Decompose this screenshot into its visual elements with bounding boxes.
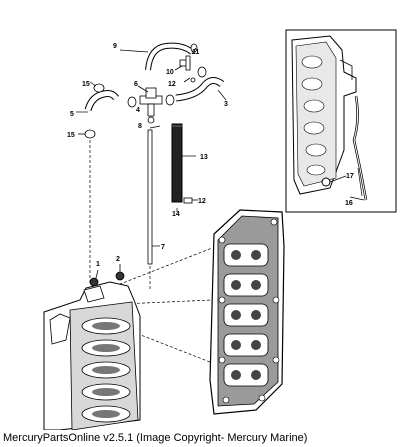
callout-labels: 9 11 10 12 15 6 3 4 5 8 15 13 12 14 7 1 … xyxy=(67,43,354,268)
callout-15-lower: 15 xyxy=(67,132,75,139)
head-gasket-plate xyxy=(209,209,285,415)
parts-diagram: 9 11 10 12 15 6 3 4 5 8 15 13 12 14 7 1 … xyxy=(43,29,397,430)
callout-16: 16 xyxy=(345,200,353,207)
hose-9 xyxy=(119,42,194,71)
callout-12-lower: 12 xyxy=(198,198,206,205)
inset-detail xyxy=(285,29,397,213)
clip-15-lower xyxy=(78,129,96,139)
callout-12-top: 12 xyxy=(168,81,176,88)
callout-15-top: 15 xyxy=(82,81,90,88)
leader-lines xyxy=(89,140,213,363)
callout-8: 8 xyxy=(138,123,142,130)
tube-7 xyxy=(147,129,160,265)
hose-3 xyxy=(175,77,227,102)
callout-9: 9 xyxy=(113,43,117,50)
callout-5: 5 xyxy=(70,111,74,118)
callout-4: 4 xyxy=(136,107,140,114)
callout-1: 1 xyxy=(96,261,100,268)
callout-2: 2 xyxy=(116,256,120,263)
callout-10: 10 xyxy=(166,69,174,76)
hose-5 xyxy=(76,81,119,113)
copyright-footer: MercuryPartsOnline v2.5.1 (Image Copyrig… xyxy=(3,432,308,444)
callout-17: 17 xyxy=(346,173,354,180)
callout-7: 7 xyxy=(161,244,165,251)
hose-13 xyxy=(171,123,196,212)
callout-13: 13 xyxy=(200,154,208,161)
callout-6: 6 xyxy=(134,81,138,88)
cylinder-head-left xyxy=(43,281,141,430)
fitting-10-11 xyxy=(174,43,207,83)
callout-11: 11 xyxy=(192,49,200,56)
callout-3: 3 xyxy=(224,101,228,108)
tee-fitting-6 xyxy=(127,85,175,129)
callout-14: 14 xyxy=(172,211,180,218)
fitting-12-lower xyxy=(183,197,198,204)
